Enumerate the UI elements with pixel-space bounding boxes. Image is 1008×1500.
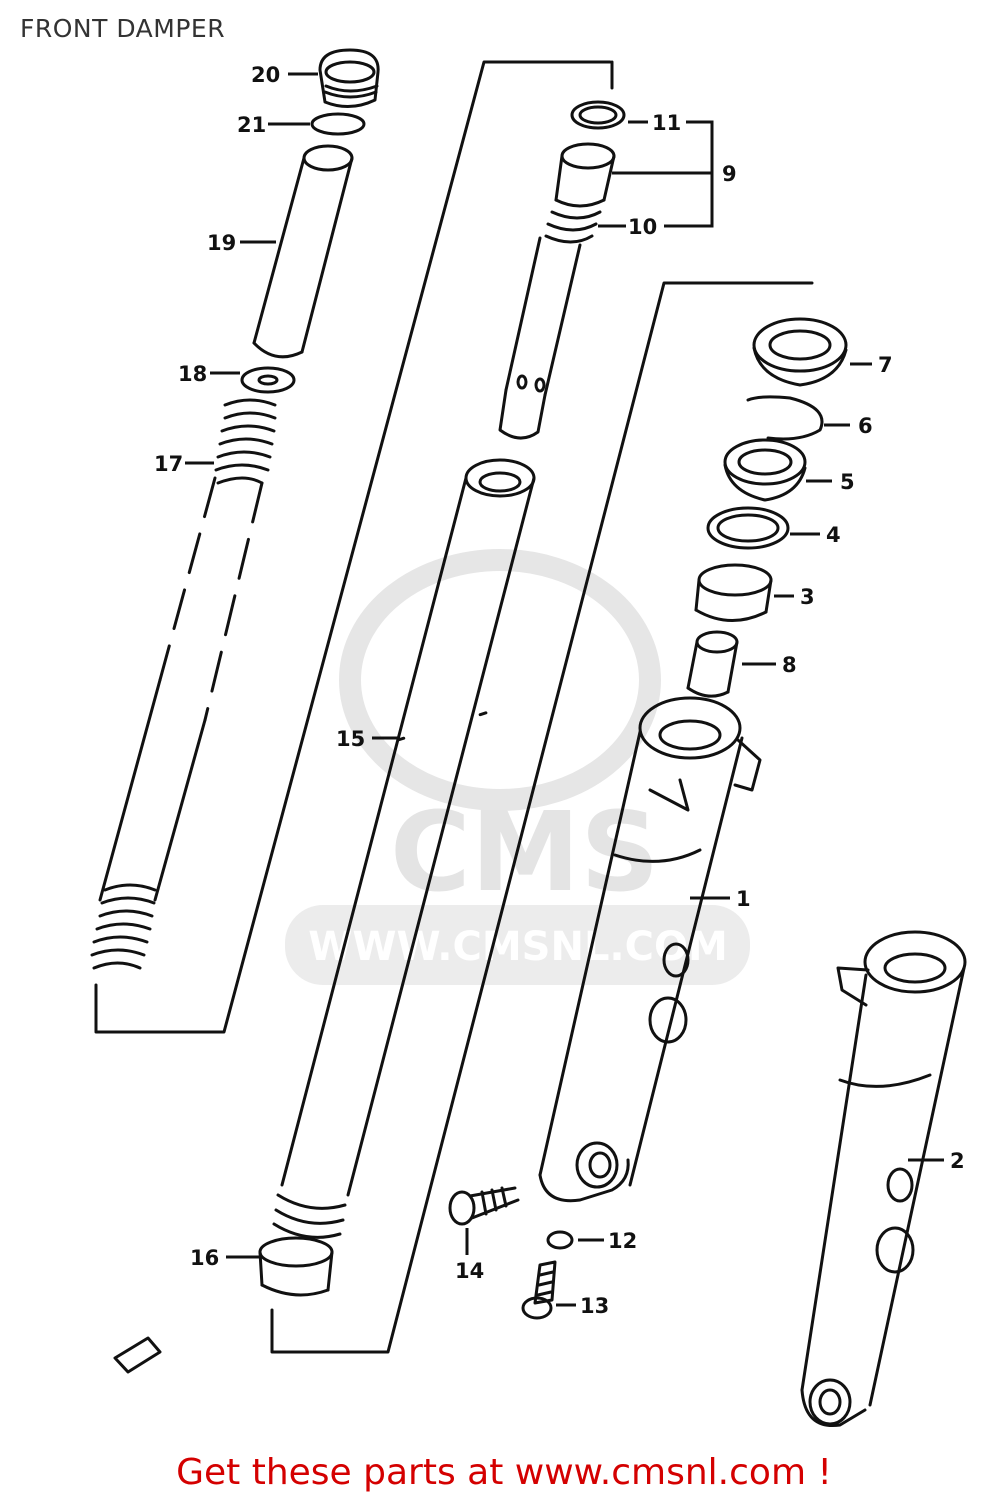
part-8-oil-lock-piece	[686, 630, 739, 698]
part-label: 15	[336, 727, 365, 751]
part-label: 14	[455, 1259, 484, 1283]
part-2-outer-tube	[800, 930, 967, 1428]
assembly-bracket-right	[270, 281, 814, 1354]
part-label: 8	[782, 653, 797, 677]
part-4-oil-seal-retainer	[706, 506, 790, 550]
part-17-fork-spring	[90, 398, 277, 970]
page-title: FRONT DAMPER	[20, 14, 226, 43]
part-label: 5	[840, 470, 855, 494]
part-label: 9	[722, 162, 737, 186]
part-label: 12	[608, 1229, 637, 1253]
part-5-oil-seal	[723, 438, 807, 502]
assembly-bracket-left	[94, 60, 612, 1034]
part-label: 13	[580, 1294, 609, 1318]
part-9-damper-rod	[498, 142, 616, 440]
part-label: 21	[237, 113, 266, 137]
part-labels: 20 21 19 18 17 11 9 10 7 6 5 4 3 8 15 1 …	[154, 63, 965, 1318]
part-label: 4	[826, 523, 841, 547]
footer-parts-link[interactable]: Get these parts at www.cmsnl.com !	[176, 1452, 832, 1493]
watermark-brand: CMS	[390, 788, 659, 916]
part-15-inner-tube	[272, 458, 562, 1239]
watermark: CMS WWW.CMSNL.COM	[285, 549, 750, 985]
watermark-url: WWW.CMSNL.COM	[308, 924, 728, 970]
part-21-o-ring	[310, 112, 366, 136]
part-label: 1	[736, 887, 751, 911]
part-7-dust-seal	[752, 317, 848, 387]
part-6-stopper-ring	[746, 395, 824, 441]
part-11-ring	[570, 100, 626, 130]
part-label: 3	[800, 585, 815, 609]
callout-leaders	[185, 72, 944, 1307]
part-label: 6	[858, 414, 873, 438]
front-direction-arrow	[113, 1336, 162, 1374]
part-label: 7	[878, 353, 893, 377]
part-16-bush	[258, 1236, 334, 1297]
part-label: 10	[628, 215, 657, 239]
part-label: 17	[154, 452, 183, 476]
part-20-cap-bolt	[318, 48, 380, 108]
part-label: 19	[207, 231, 236, 255]
part-label: 20	[251, 63, 280, 87]
part-1-outer-tube	[538, 696, 762, 1203]
part-label: 11	[652, 111, 681, 135]
part-label: 2	[950, 1149, 965, 1173]
part-13-bolt	[521, 1260, 557, 1320]
part-19-spacer-tube	[252, 144, 354, 359]
part-3-slide-bush	[694, 563, 773, 622]
part-12-gasket	[546, 1230, 574, 1250]
part-14-bolt	[448, 1186, 520, 1226]
part-label: 18	[178, 362, 207, 386]
part-label: 16	[190, 1246, 219, 1270]
part-18-washer	[240, 366, 296, 394]
